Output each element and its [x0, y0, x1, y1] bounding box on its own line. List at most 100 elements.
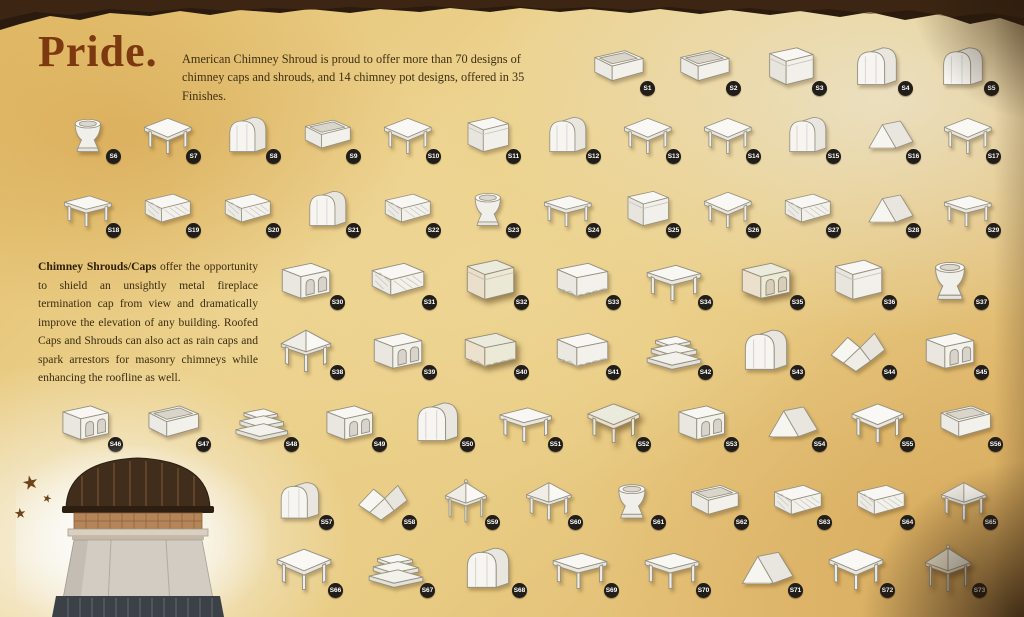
description-lead: Chimney Shrouds/Caps	[38, 260, 157, 273]
item-number-badge: S53	[724, 437, 739, 452]
catalog-item-s52: S52	[570, 392, 658, 452]
catalog-item-s65: S65	[922, 470, 1005, 530]
item-number-badge: S51	[548, 437, 563, 452]
item-number-badge: S72	[880, 583, 895, 598]
item-number-badge: S36	[882, 295, 897, 310]
catalog-item-s15: S15	[768, 104, 848, 164]
catalog-item-s53: S53	[658, 392, 746, 452]
item-number-badge: S21	[346, 223, 361, 238]
item-number-badge: S24	[586, 223, 601, 238]
item-number-badge: S19	[186, 223, 201, 238]
decorative-stars: ★ ★ ★	[8, 468, 68, 548]
item-number-badge: S25	[666, 223, 681, 238]
item-number-badge: S13	[666, 149, 681, 164]
item-number-badge: S34	[698, 295, 713, 310]
catalog-item-s56: S56	[922, 392, 1010, 452]
catalog-item-s67: S67	[350, 538, 442, 598]
decorative-star-icon: ★	[40, 491, 54, 507]
catalog-item-s50: S50	[394, 392, 482, 452]
catalog-item-s44: S44	[812, 320, 904, 380]
catalog-item-s20: S20	[208, 178, 288, 238]
catalog-item-s35: S35	[720, 250, 812, 310]
catalog-item-s48: S48	[218, 392, 306, 452]
catalog-item-s8: S8	[208, 104, 288, 164]
item-number-badge: S11	[506, 149, 521, 164]
catalog-item-s64: S64	[839, 470, 922, 530]
item-number-badge: S20	[266, 223, 281, 238]
catalog-row: S46 S47 S48 S49 S50 S51 S52 S53 S54 S55 …	[42, 392, 1010, 452]
catalog-item-s2: S2	[662, 36, 748, 96]
catalog-item-s22: S22	[368, 178, 448, 238]
catalog-item-s70: S70	[626, 538, 718, 598]
item-number-badge: S55	[900, 437, 915, 452]
item-number-badge: S73	[972, 583, 987, 598]
item-number-badge: S38	[330, 365, 345, 380]
catalog-item-s16: S16	[848, 104, 928, 164]
catalog-row: S1 S2 S3 S4 S5	[576, 36, 1006, 96]
catalog-item-s59: S59	[424, 470, 507, 530]
item-number-badge: S12	[586, 149, 601, 164]
item-number-badge: S28	[906, 223, 921, 238]
item-number-badge: S65	[983, 515, 998, 530]
catalog-item-s62: S62	[673, 470, 756, 530]
item-number-badge: S7	[186, 149, 201, 164]
catalog-item-s68: S68	[442, 538, 534, 598]
catalog-item-s42: S42	[628, 320, 720, 380]
catalog-item-s71: S71	[718, 538, 810, 598]
item-number-badge: S49	[372, 437, 387, 452]
item-number-badge: S3	[812, 81, 827, 96]
catalog-item-s13: S13	[608, 104, 688, 164]
item-number-badge: S67	[420, 583, 435, 598]
catalog-item-s55: S55	[834, 392, 922, 452]
catalog-item-s31: S31	[352, 250, 444, 310]
catalog-item-s37: S37	[904, 250, 996, 310]
item-number-badge: S42	[698, 365, 713, 380]
catalog-item-s7: S7	[128, 104, 208, 164]
item-number-badge: S2	[726, 81, 741, 96]
catalog-item-s38: S38	[260, 320, 352, 380]
catalog-row: S18 S19 S20 S21 S22 S23 S24 S25 S26 S27 …	[48, 178, 1008, 238]
item-number-badge: S22	[426, 223, 441, 238]
decorative-star-icon: ★	[13, 506, 28, 523]
catalog-item-s51: S51	[482, 392, 570, 452]
catalog-row: S66 S67 S68 S69 S70 S71 S72 S73	[258, 538, 994, 598]
catalog-item-s41: S41	[536, 320, 628, 380]
catalog-item-s24: S24	[528, 178, 608, 238]
catalog-item-s23: S23	[448, 178, 528, 238]
item-number-badge: S16	[906, 149, 921, 164]
item-number-badge: S14	[746, 149, 761, 164]
item-number-badge: S5	[984, 81, 999, 96]
item-number-badge: S32	[514, 295, 529, 310]
item-number-badge: S68	[512, 583, 527, 598]
item-number-badge: S66	[328, 583, 343, 598]
catalog-item-s25: S25	[608, 178, 688, 238]
catalog-row: S38 S39 S40 S41 S42 S43 S44 S45	[260, 320, 996, 380]
item-number-badge: S64	[900, 515, 915, 530]
item-number-badge: S1	[640, 81, 655, 96]
catalog-item-s30: S30	[260, 250, 352, 310]
item-number-badge: S39	[422, 365, 437, 380]
catalog-item-s54: S54	[746, 392, 834, 452]
catalog-item-s5: S5	[920, 36, 1006, 96]
catalog-item-s9: S9	[288, 104, 368, 164]
item-number-badge: S26	[746, 223, 761, 238]
item-number-badge: S62	[734, 515, 749, 530]
item-number-badge: S23	[506, 223, 521, 238]
catalog-item-s10: S10	[368, 104, 448, 164]
item-number-badge: S30	[330, 295, 345, 310]
catalog-item-s45: S45	[904, 320, 996, 380]
catalog-item-s27: S27	[768, 178, 848, 238]
item-number-badge: S31	[422, 295, 437, 310]
catalog-item-s49: S49	[306, 392, 394, 452]
catalog-item-s17: S17	[928, 104, 1008, 164]
item-number-badge: S63	[817, 515, 832, 530]
catalog-item-s43: S43	[720, 320, 812, 380]
description-paragraph: Chimney Shrouds/Caps offer the opportuni…	[38, 258, 258, 388]
catalog-item-s61: S61	[590, 470, 673, 530]
catalog-item-s66: S66	[258, 538, 350, 598]
catalog-item-s28: S28	[848, 178, 928, 238]
item-number-badge: S15	[826, 149, 841, 164]
item-number-badge: S8	[266, 149, 281, 164]
item-number-badge: S54	[812, 437, 827, 452]
